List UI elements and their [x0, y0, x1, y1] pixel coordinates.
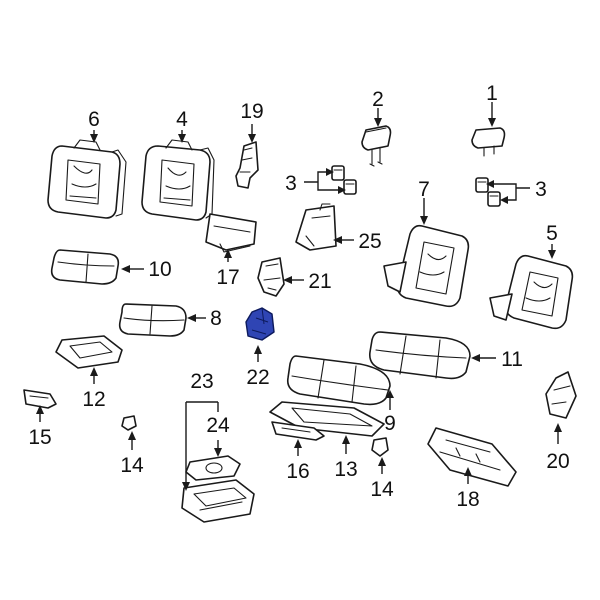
part-3-guides-left: [331, 165, 357, 195]
part-10-cushion: [50, 249, 120, 285]
part-21-bracket: [257, 257, 285, 297]
callout-3-right: 3: [535, 178, 547, 201]
part-18-rail: [427, 427, 517, 487]
callout-20: 20: [546, 450, 569, 473]
callout-23: 23: [190, 370, 213, 393]
part-3-guides-right: [475, 177, 501, 207]
callout-5: 5: [546, 222, 558, 245]
part-17-panel: [205, 213, 257, 253]
part-19-bracket: [235, 141, 259, 189]
part-6-seat-back: [47, 139, 127, 219]
part-23-assembly: [181, 479, 255, 523]
part-15-clip: [23, 389, 57, 409]
callout-13: 13: [334, 458, 357, 481]
part-1-headrest: [471, 127, 506, 157]
part-2-headrest: [361, 125, 392, 167]
part-9-cushion: [286, 355, 391, 406]
part-7-seat-back: [383, 224, 470, 308]
part-20-bracket: [545, 371, 577, 419]
part-16-trim: [271, 421, 325, 441]
callout-25: 25: [358, 230, 381, 253]
part-11-cushion: [368, 331, 471, 380]
callout-17: 17: [216, 266, 239, 289]
callout-16: 16: [286, 460, 309, 483]
part-14-clip-left: [121, 415, 137, 431]
callout-7: 7: [418, 178, 430, 201]
callout-19: 19: [240, 100, 263, 123]
callout-10: 10: [148, 258, 171, 281]
part-24-disc: [185, 455, 241, 481]
part-12-frame: [55, 335, 123, 369]
callout-9: 9: [384, 412, 396, 435]
part-14-clip-right: [371, 437, 389, 457]
part-8-cushion: [118, 303, 187, 337]
callout-3-left: 3: [285, 172, 297, 195]
callout-4: 4: [176, 108, 188, 131]
callout-21: 21: [308, 270, 331, 293]
callout-24: 24: [206, 414, 230, 437]
callout-2: 2: [372, 88, 384, 111]
callout-18: 18: [456, 488, 479, 511]
callout-22: 22: [246, 366, 269, 389]
callout-8: 8: [210, 307, 222, 330]
callout-numbers: 1 2 3 3 4 5 6 7 8 9 10 11 12 13 14 14 15…: [28, 82, 569, 511]
callout-14-left: 14: [120, 454, 144, 477]
callout-11: 11: [501, 348, 523, 371]
callout-1: 1: [486, 82, 498, 105]
part-25-bracket: [295, 203, 337, 251]
callout-12: 12: [82, 388, 105, 411]
part-4-seat-back: [141, 139, 215, 221]
leader-lines: [36, 102, 562, 491]
callout-14-right: 14: [370, 478, 394, 501]
callout-6: 6: [88, 108, 100, 131]
part-5-seat-back: [489, 254, 574, 330]
part-22-highlighted-bracket: [245, 307, 275, 341]
part-13-pan: [269, 401, 385, 437]
callout-15: 15: [28, 426, 51, 449]
